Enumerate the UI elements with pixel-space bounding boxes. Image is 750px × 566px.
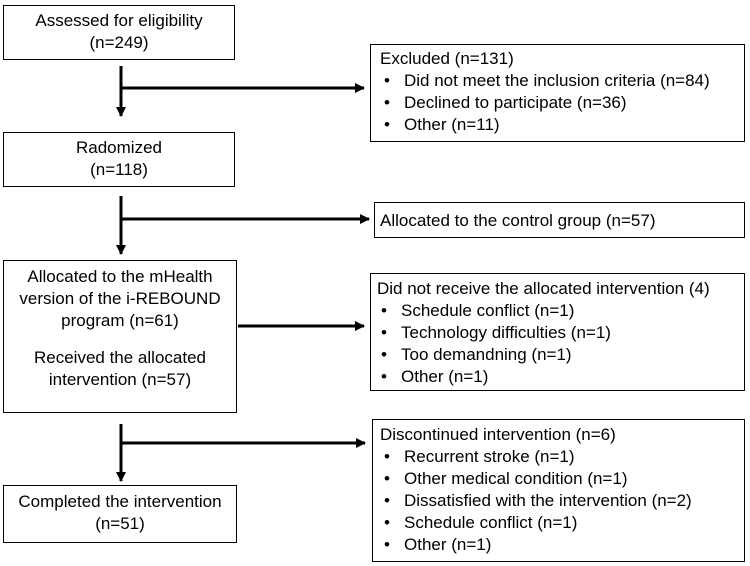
- control-label: Allocated to the control group (n=57): [380, 211, 656, 230]
- list-item: •Other (n=1): [381, 367, 489, 386]
- completed-count: (n=51): [95, 514, 145, 533]
- control-box: Allocated to the control group (n=57): [374, 202, 745, 238]
- list-item: •Other (n=11): [384, 115, 500, 134]
- completed-box: Completed the intervention (n=51): [3, 485, 237, 543]
- list-item: •Dissatisfied with the intervention (n=2…: [384, 491, 692, 510]
- excluded-title: Excluded (n=131): [380, 49, 514, 68]
- list-item: •Too demandning (n=1): [381, 345, 572, 364]
- randomized-label: Radomized: [76, 138, 162, 157]
- assessed-count: (n=249): [89, 33, 149, 52]
- randomized-count: (n=118): [90, 160, 148, 179]
- list-item: •Recurrent stroke (n=1): [384, 447, 575, 466]
- discontinued-box: Discontinued intervention (n=6) •Recurre…: [372, 419, 745, 562]
- list-item: •Other (n=1): [384, 535, 492, 554]
- list-item: •Technology difficulties (n=1): [381, 323, 611, 342]
- mhealth-line-1: Allocated to the mHealth: [27, 267, 213, 286]
- mhealth-line-3: program (n=61): [61, 311, 179, 330]
- mhealth-line-5: intervention (n=57): [48, 370, 192, 389]
- list-item: •Schedule conflict (n=1): [381, 301, 575, 320]
- mhealth-box: Allocated to the mHealth version of the …: [3, 260, 237, 413]
- not-received-list: •Schedule conflict (n=1) •Technology dif…: [377, 300, 744, 388]
- discontinued-list: •Recurrent stroke (n=1) •Other medical c…: [380, 446, 744, 556]
- assessed-box: Assessed for eligibility (n=249): [3, 5, 235, 60]
- not-received-title: Did not receive the allocated interventi…: [377, 279, 710, 298]
- excluded-box: Excluded (n=131) •Did not meet the inclu…: [370, 44, 745, 142]
- mhealth-line-2: version of the i-REBOUND: [19, 289, 221, 308]
- excluded-list: •Did not meet the inclusion criteria (n=…: [380, 70, 744, 136]
- list-item: •Declined to participate (n=36): [384, 93, 627, 112]
- list-item: •Other medical condition (n=1): [384, 469, 628, 488]
- mhealth-line-4: Received the allocated: [33, 348, 206, 367]
- randomized-box: Radomized (n=118): [3, 132, 235, 187]
- list-item: •Did not meet the inclusion criteria (n=…: [384, 71, 710, 90]
- completed-label: Completed the intervention: [18, 492, 222, 511]
- not-received-box: Did not receive the allocated interventi…: [370, 273, 745, 391]
- discontinued-title: Discontinued intervention (n=6): [380, 425, 616, 444]
- list-item: •Schedule conflict (n=1): [384, 513, 578, 532]
- assessed-label: Assessed for eligibility: [35, 11, 203, 30]
